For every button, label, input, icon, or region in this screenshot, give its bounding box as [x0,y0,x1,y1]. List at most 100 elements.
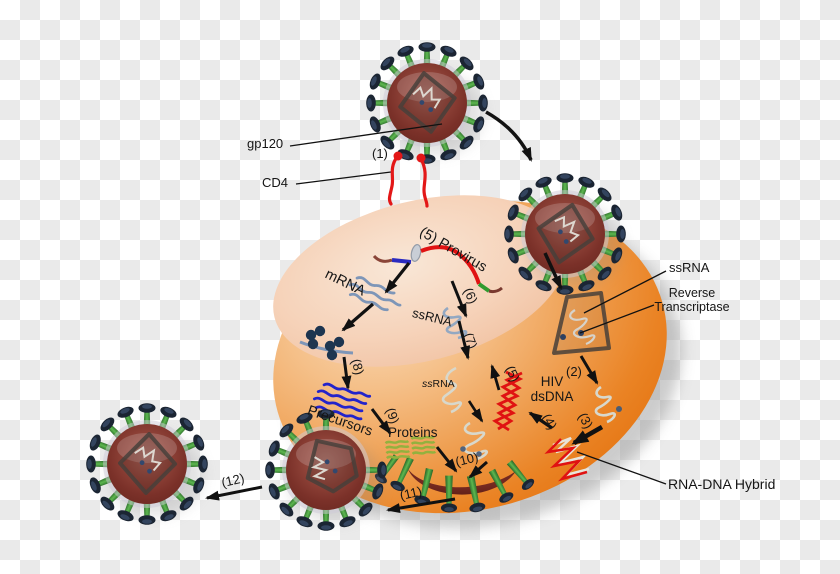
ribosome [326,349,338,361]
rt-dot [476,451,482,457]
hybrid-dna-strand [544,438,588,482]
arrow-mrna-export [341,302,375,332]
nuclear-ssrna [442,306,468,340]
gp120-spike [390,456,414,492]
label-step-2: (2) [566,364,582,379]
protein-strand [385,454,411,460]
dsdna-line: dsDNA [530,389,574,405]
body-sheen [397,72,457,102]
label-gp120: gp120 [247,136,284,151]
arrow-virus-approach [485,110,533,162]
provirus [372,244,503,294]
provirus-red-segment [420,245,481,285]
ssrna-rest: RNA [432,378,455,390]
arrow-step5-integration [490,364,501,391]
dsdna-strand [492,370,524,432]
virion-released [86,403,208,525]
arrow-ssrna-transport [467,400,484,423]
capsid [305,438,359,494]
process-arrows [205,110,604,513]
rt-dot [332,468,338,474]
reverse-transcriptase-dot [560,334,566,340]
pointer-ssrna [583,270,667,314]
viral-proteins [384,435,437,460]
gp120-spike [466,475,486,513]
ribosome [305,329,317,341]
host-dna-left [372,254,393,263]
precursor-strand [314,405,363,421]
rt-dot [139,460,145,466]
budding-bulge [408,469,516,495]
ribosome [307,338,319,350]
label-hiv-dsdna: HIV dsDNA [524,374,580,404]
genomic-rna [554,215,581,243]
arrow-step3 [571,425,604,445]
ssrna-italic: ss [422,378,433,390]
arrow-step2 [579,355,599,385]
body-sheen [117,433,177,463]
arrow-entry [543,252,563,290]
gp120-spike [506,460,535,490]
pointer-reverse-transcriptase [579,304,655,334]
virion-budding [265,409,387,531]
precursor-strand [322,382,372,398]
protein-strand [411,450,437,455]
pointer-rna-dna-hybrid [576,451,667,485]
rt-dot [616,406,622,412]
arrow-step4 [528,411,553,430]
cd4-receptor [419,157,429,208]
mrna-being-translated [299,340,354,355]
arrow-step10-right [468,460,488,479]
pointer-lines [289,123,667,485]
precursor-strand [312,396,364,413]
virion-attaching [504,173,626,295]
cyto-ssrna-b [460,421,489,461]
protein-strand [410,440,436,445]
capsid [398,71,457,134]
arrow-step10-left [435,446,458,473]
transcriptase-line: Transcriptase [654,300,730,314]
cyto-ssrna-a [441,366,463,414]
host-dna-right [488,286,503,294]
rt-dot [419,100,425,105]
arrow-transcription-mrna [384,262,411,294]
virion-free-top [366,42,488,164]
rt-dot [147,468,152,474]
rt-dot [563,239,569,244]
virion-body [387,63,467,143]
protein-strand [411,445,436,450]
protein-strand [410,435,435,440]
virions [86,42,626,531]
capsid-outline [552,291,611,355]
genomic-rna [412,85,442,109]
precursor-strand [316,389,368,405]
cyto-ssrna-c [594,385,622,424]
label-step-1: (1) [372,146,388,161]
ssrna-strand [594,385,616,424]
label-rna-dna-hybrid: RNA-DNA Hybrid [668,476,776,492]
arrow-step6 [450,280,468,318]
arrow-step9 [370,408,392,435]
mrna-strand [348,292,389,312]
capsid [536,202,595,265]
hiv-dsdna-helix [492,370,524,432]
label-cd4: CD4 [262,175,289,190]
label-reverse-transcriptase: Reverse Transcriptase [648,286,736,314]
budding-spikes [374,454,535,513]
virion-body [107,424,187,504]
cd4-receptor [387,155,399,206]
reverse-line: Reverse [668,286,716,300]
rt-dot [324,459,330,465]
rna-dna-hybrid-molecule [544,436,590,482]
ssrna-strand [463,421,489,461]
pointer-cd4 [295,171,392,185]
protein-strand [385,449,411,455]
ribosome [324,340,336,352]
hiv-line: HIV [540,374,564,389]
rt-dot [460,446,466,452]
capsid-ssrna [569,309,596,346]
precursor-proteins [312,382,372,421]
ribosome [314,325,326,337]
ribosomes [299,325,354,361]
arrow-step12-maturation [205,485,263,501]
